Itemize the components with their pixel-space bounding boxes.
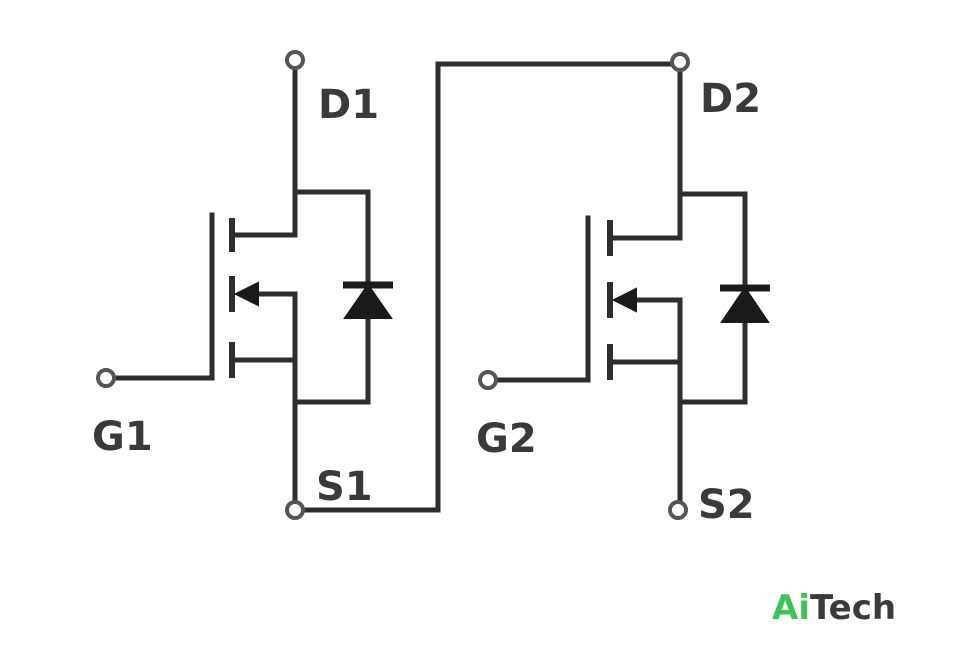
mosfet-2-diode-bottom-wire [677,319,748,405]
mosfet-2-body-wire [619,297,683,365]
mosfet-1-body-wire [241,291,298,363]
mosfet-2-drain-wire [607,61,683,241]
label-d1: D1 [318,82,379,128]
mosfet-2 [487,61,770,513]
mosfet-2-arrow-icon [611,287,637,313]
label-s2: S2 [698,482,755,528]
terminal-d1-icon [285,50,305,70]
interconnect-wire [292,61,683,513]
terminal-d2-icon [670,52,690,72]
mosfet-1-arrow-icon [233,281,259,307]
logo-ai: Ai [772,588,810,628]
label-d2: D2 [700,76,761,122]
terminal-g2-icon [478,370,498,390]
mosfet-1 [107,59,393,510]
mosfet-2-diode-top-wire [677,191,748,291]
label-g2: G2 [476,416,537,462]
logo-tech: Tech [810,588,896,628]
mosfet-2-gate-wire [487,215,591,383]
mosfet-1-drain-wire [229,59,298,238]
aitech-logo: AiTech [772,588,896,628]
terminal-g1-icon [96,368,116,388]
terminal-s1-icon [285,500,305,520]
mosfet-2-diode-icon [720,286,770,323]
mosfet-1-diode-icon [343,283,393,319]
mosfet-1-diode-top-wire [292,189,371,288]
terminal-s2-icon [668,500,688,520]
label-g1: G1 [92,414,153,460]
label-s1: S1 [316,464,373,510]
mosfet-1-gate-wire [107,212,215,381]
mosfet-1-diode-bottom-wire [292,315,371,405]
